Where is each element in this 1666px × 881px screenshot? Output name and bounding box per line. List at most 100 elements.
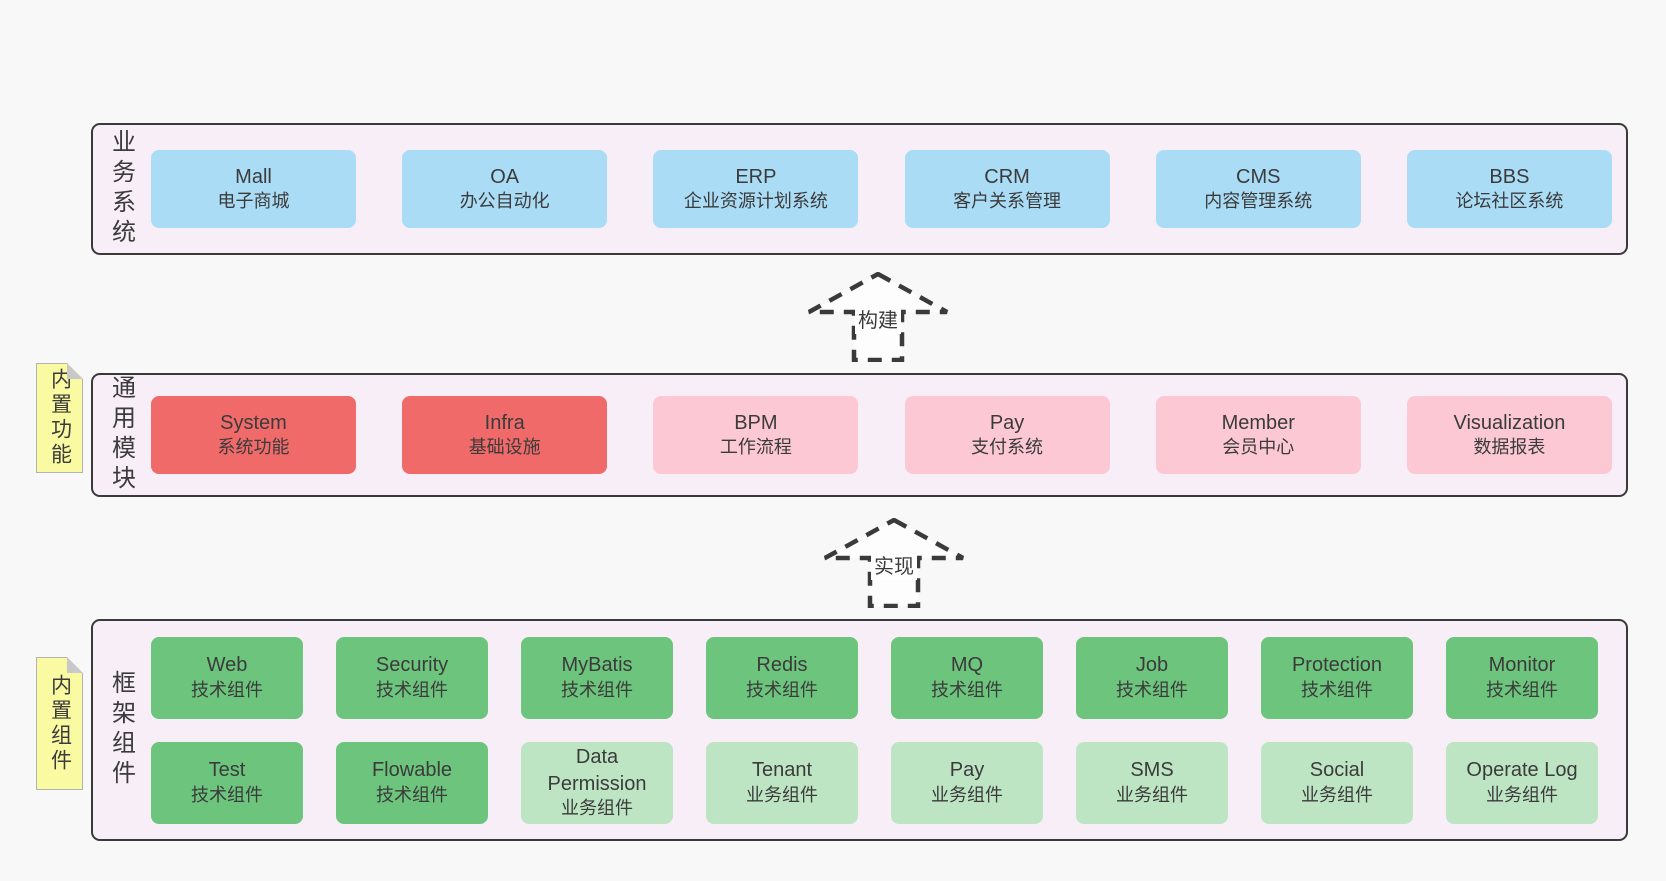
box-mybatis: MyBatis 技术组件 [521,636,673,719]
box-title: System [220,411,287,434]
box-system: System 系统功能 [151,396,356,474]
box-title: MQ [950,654,984,677]
components-boxes: Web 技术组件 Security 技术组件 MyBatis 技术组件 Redi… [149,621,1626,839]
box-redis: Redis 技术组件 [706,636,858,719]
box-title: Mall [235,165,272,188]
box-title: CMS [1236,165,1281,188]
box-subtitle: 技术组件 [931,679,1003,700]
box-subtitle: 企业资源计划系统 [683,191,828,212]
section-label-framework-components: 框架组件 [107,670,135,790]
box-subtitle: 技术组件 [376,784,448,805]
business-row-1: Mall 电子商城 OA 办公自动化 ERP 企业资源计划系统 CRM 客户关系… [151,150,1612,228]
box-social: Social 业务组件 [1261,741,1413,824]
box-title: Pay [989,411,1025,434]
note-fold-corner-icon [67,657,83,673]
arrow-implement-label: 实现 [871,554,917,580]
box-subtitle: 技术组件 [376,679,448,700]
box-data-permission: Data Permission 业务组件 [521,741,673,824]
box-mall: Mall 电子商城 [151,150,356,228]
box-pay: Pay 支付系统 [904,396,1110,474]
box-security: Security 技术组件 [336,636,488,719]
box-subtitle: 技术组件 [1301,679,1373,700]
box-member: Member 会员中心 [1155,396,1361,474]
box-tenant: Tenant 业务组件 [706,741,858,824]
arrow-implement: 实现 [822,518,966,608]
box-infra: Infra 基础设施 [402,396,608,474]
note-built-in-components: 内置组件 [36,657,83,790]
box-subtitle: 内容管理系统 [1204,191,1313,212]
box-oa: OA 办公自动化 [402,150,608,228]
box-test: Test 技术组件 [151,741,303,824]
section-label-business-systems: 业务系统 [107,129,135,249]
box-title: Job [1135,654,1169,677]
section-business-systems: 业务系统 Mall 电子商城 OA 办公自动化 ERP 企业资源计划系统 CRM… [91,123,1628,255]
section-framework-components: 框架组件 Web 技术组件 Security 技术组件 MyBatis 技术组件… [91,619,1628,841]
components-row-2: Test 技术组件 Flowable 技术组件 Data Permission … [151,741,1598,824]
box-sms: SMS 业务组件 [1076,741,1228,824]
box-subtitle: 技术组件 [1486,679,1558,700]
modules-row-1: System 系统功能 Infra 基础设施 BPM 工作流程 Pay 支付系统… [151,396,1612,474]
box-subtitle: 技术组件 [1116,679,1188,700]
box-title: Social [1309,759,1365,782]
note-fold-corner-icon [67,363,83,379]
modules-boxes: System 系统功能 Infra 基础设施 BPM 工作流程 Pay 支付系统… [149,375,1626,495]
box-subtitle: 论坛社区系统 [1455,191,1564,212]
box-pay: Pay 业务组件 [891,741,1043,824]
box-title: ERP [735,165,777,188]
box-title: SMS [1130,759,1174,782]
note-built-in-features: 内置功能 [36,363,83,473]
box-visualization: Visualization 数据报表 [1406,396,1612,474]
box-title: OA [490,165,520,188]
note-built-in-features-label: 内置功能 [48,368,72,468]
box-subtitle: 办公自动化 [459,191,550,212]
box-title: BBS [1489,165,1530,188]
box-cms: CMS 内容管理系统 [1155,150,1361,228]
box-subtitle: 业务组件 [1486,784,1558,805]
box-title: Flowable [371,759,453,782]
box-subtitle: 支付系统 [971,437,1044,458]
box-subtitle: 技术组件 [561,679,633,700]
box-subtitle: 业务组件 [931,784,1003,805]
box-bpm: BPM 工作流程 [653,396,859,474]
section-label-column: 通用模块 [93,375,149,495]
box-subtitle: 技术组件 [191,784,263,805]
section-label-common-modules: 通用模块 [107,375,135,495]
box-subtitle: 会员中心 [1222,437,1295,458]
box-title: Web [206,654,248,677]
box-subtitle: 业务组件 [561,798,633,819]
box-subtitle: 技术组件 [746,679,818,700]
box-subtitle: 客户关系管理 [953,191,1062,212]
box-flowable: Flowable 技术组件 [336,741,488,824]
arrow-build-label: 构建 [855,308,901,334]
box-job: Job 技术组件 [1076,636,1228,719]
arrow-build: 构建 [806,272,950,362]
box-operate-log: Operate Log 业务组件 [1446,741,1598,824]
box-title: Security [375,654,449,677]
box-subtitle: 业务组件 [1301,784,1373,805]
box-title: Monitor [1488,654,1556,677]
box-title: Infra [484,411,525,434]
box-title: Protection [1291,654,1383,677]
components-row-1: Web 技术组件 Security 技术组件 MyBatis 技术组件 Redi… [151,636,1598,719]
box-protection: Protection 技术组件 [1261,636,1413,719]
box-subtitle: 基础设施 [468,437,541,458]
box-web: Web 技术组件 [151,636,303,719]
box-mq: MQ 技术组件 [891,636,1043,719]
box-subtitle: 工作流程 [719,437,792,458]
box-subtitle: 业务组件 [746,784,818,805]
box-title: Pay [949,759,985,782]
box-title: MyBatis [561,654,633,677]
box-subtitle: 技术组件 [191,679,263,700]
box-subtitle: 系统功能 [217,437,290,458]
business-boxes: Mall 电子商城 OA 办公自动化 ERP 企业资源计划系统 CRM 客户关系… [149,125,1626,253]
box-title: BPM [734,411,778,434]
box-subtitle: 数据报表 [1473,437,1546,458]
section-label-column: 业务系统 [93,125,149,253]
box-erp: ERP 企业资源计划系统 [653,150,859,228]
box-crm: CRM 客户关系管理 [904,150,1110,228]
section-common-modules: 通用模块 System 系统功能 Infra 基础设施 BPM 工作流程 Pay… [91,373,1628,497]
box-title: Visualization [1453,411,1566,434]
box-monitor: Monitor 技术组件 [1446,636,1598,719]
box-title: Test [208,759,246,782]
